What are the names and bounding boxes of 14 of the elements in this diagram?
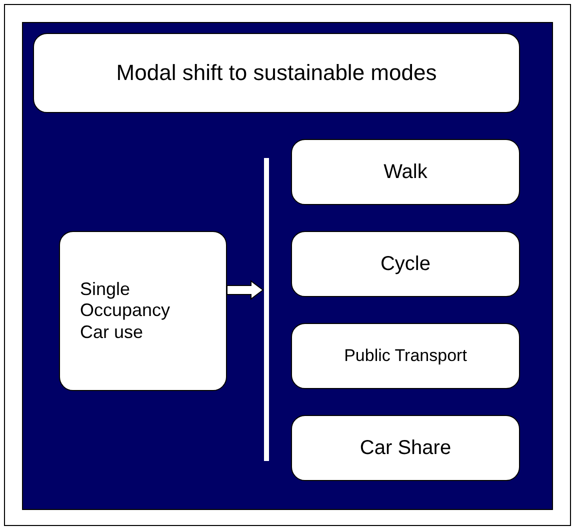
rounded-box: [291, 323, 520, 389]
box-label: Car Share: [360, 436, 452, 460]
rounded-box: [33, 33, 520, 113]
rounded-box: [291, 231, 520, 297]
rounded-box: [59, 231, 227, 391]
vertical-bar: [264, 158, 269, 461]
box-label: Single Occupancy Car use: [80, 278, 172, 344]
box-label: Walk: [384, 160, 428, 184]
rounded-box: [291, 415, 520, 481]
box-label: Modal shift to sustainable modes: [116, 60, 437, 86]
block-arrow: [226, 280, 264, 300]
box-label: Cycle: [380, 252, 430, 276]
box-label: Public Transport: [344, 346, 467, 366]
rounded-box: [291, 139, 520, 205]
